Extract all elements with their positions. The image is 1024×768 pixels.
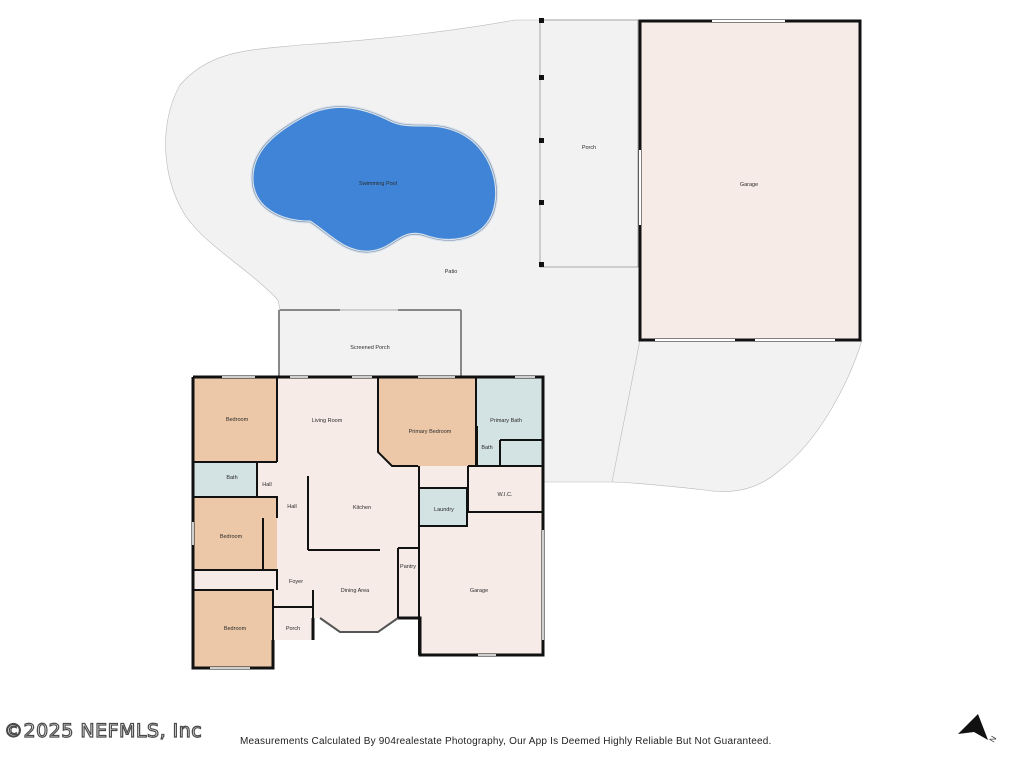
measurement-disclaimer: Measurements Calculated By 904realestate… [240, 736, 772, 747]
pantry-label: Pantry [400, 564, 416, 570]
laundry-label: Laundry [434, 507, 454, 513]
detached-garage [638, 19, 862, 342]
bedroom-top-left-floor [193, 378, 277, 462]
interior-walls [193, 377, 543, 655]
porch-posts [539, 18, 544, 267]
primary-bath-label: Primary Bath [490, 418, 522, 424]
bath-primary-small-label: Bath [481, 445, 492, 451]
north-label: N [988, 734, 999, 744]
porch-back-label: Porch [582, 145, 596, 151]
laundry-floor [419, 488, 467, 526]
wic-label: W.I.C. [498, 492, 513, 498]
living-room-label: Living Room [312, 418, 343, 424]
primary-bedroom-label: Primary Bedroom [409, 429, 452, 435]
foyer-label: Foyer [289, 579, 303, 585]
hall-label: Hall [287, 504, 296, 510]
porch-front-label: Porch [286, 626, 300, 632]
kitchen-label: Kitchen [353, 505, 371, 511]
garage-attached-label: Garage [470, 588, 488, 594]
copyright-watermark: ©2025 NEFMLS, Inc [3, 719, 203, 742]
back-porch [539, 19, 639, 268]
bay-window [319, 617, 399, 633]
north-arrow-icon: N [958, 714, 998, 744]
patio-label: Patio [445, 269, 458, 275]
primary-bath-floor [477, 378, 543, 466]
screened-porch-label: Screened Porch [350, 345, 389, 351]
bedroom-bottom-left-label: Bedroom [224, 626, 247, 632]
bath-left-floor [193, 463, 257, 497]
bedroom-middle-left-label: Bedroom [220, 534, 243, 540]
hall-small-label: Hall [262, 482, 271, 488]
screened-porch [278, 309, 462, 379]
dining-area-label: Dining Area [341, 588, 370, 594]
windows [192, 376, 544, 669]
bedroom-top-left-label: Bedroom [226, 417, 249, 423]
garage-detached-label: Garage [740, 182, 758, 188]
primary-bedroom-floor [378, 378, 476, 466]
bedroom-bottom-left-floor [193, 590, 273, 668]
bath-left-label: Bath [226, 475, 237, 481]
swimming-pool-label: Swimming Pool [359, 181, 397, 187]
